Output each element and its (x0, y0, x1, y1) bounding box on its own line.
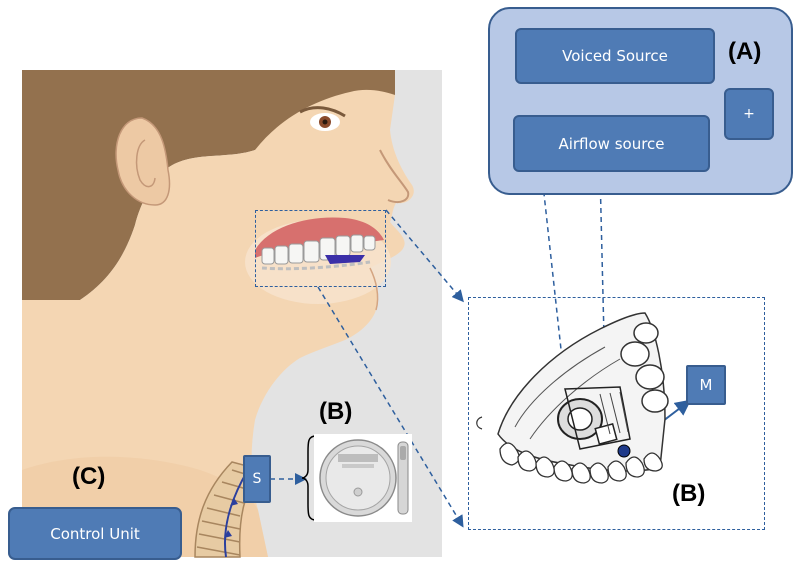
airflow-source-box[interactable]: Airflow source (513, 115, 710, 172)
arrow-voiced-source (531, 83, 571, 398)
ear-inner (135, 139, 156, 188)
s-box[interactable]: S (243, 455, 271, 503)
panel-b-top-label: (B) (319, 398, 353, 425)
eye-lid (299, 106, 346, 118)
arrow-mouth-to-b-bottom (317, 286, 464, 528)
face-skin (22, 89, 414, 558)
stimulator-device (302, 434, 412, 522)
control-unit-box[interactable]: Control Unit (8, 507, 182, 560)
airflow-source-label: Airflow source (558, 134, 665, 153)
panel-a-label: (A) (728, 38, 762, 65)
plus-box[interactable]: + (724, 88, 774, 140)
trachea-rings (196, 469, 259, 556)
panel-b-bottom-label: (B) (672, 480, 706, 507)
nose (379, 149, 410, 203)
implant-device (325, 255, 365, 264)
m-box[interactable]: M (686, 365, 726, 405)
wire (224, 469, 249, 558)
mouth-focus-box (255, 210, 386, 287)
panel-c-label: (C) (72, 463, 106, 490)
arrow-mouth-to-b (385, 209, 464, 303)
ear (115, 117, 171, 206)
palate-drawing (476, 312, 669, 484)
hair (22, 70, 395, 300)
plus-label: + (743, 106, 755, 122)
voiced-source-label: Voiced Source (562, 47, 668, 65)
palate-device-box (468, 297, 765, 530)
lower-teeth (261, 260, 371, 271)
s-label: S (252, 471, 262, 487)
m-label: M (699, 376, 713, 394)
voiced-source-box[interactable]: Voiced Source (515, 28, 715, 84)
chin (369, 267, 379, 311)
control-unit-label: Control Unit (50, 524, 140, 543)
